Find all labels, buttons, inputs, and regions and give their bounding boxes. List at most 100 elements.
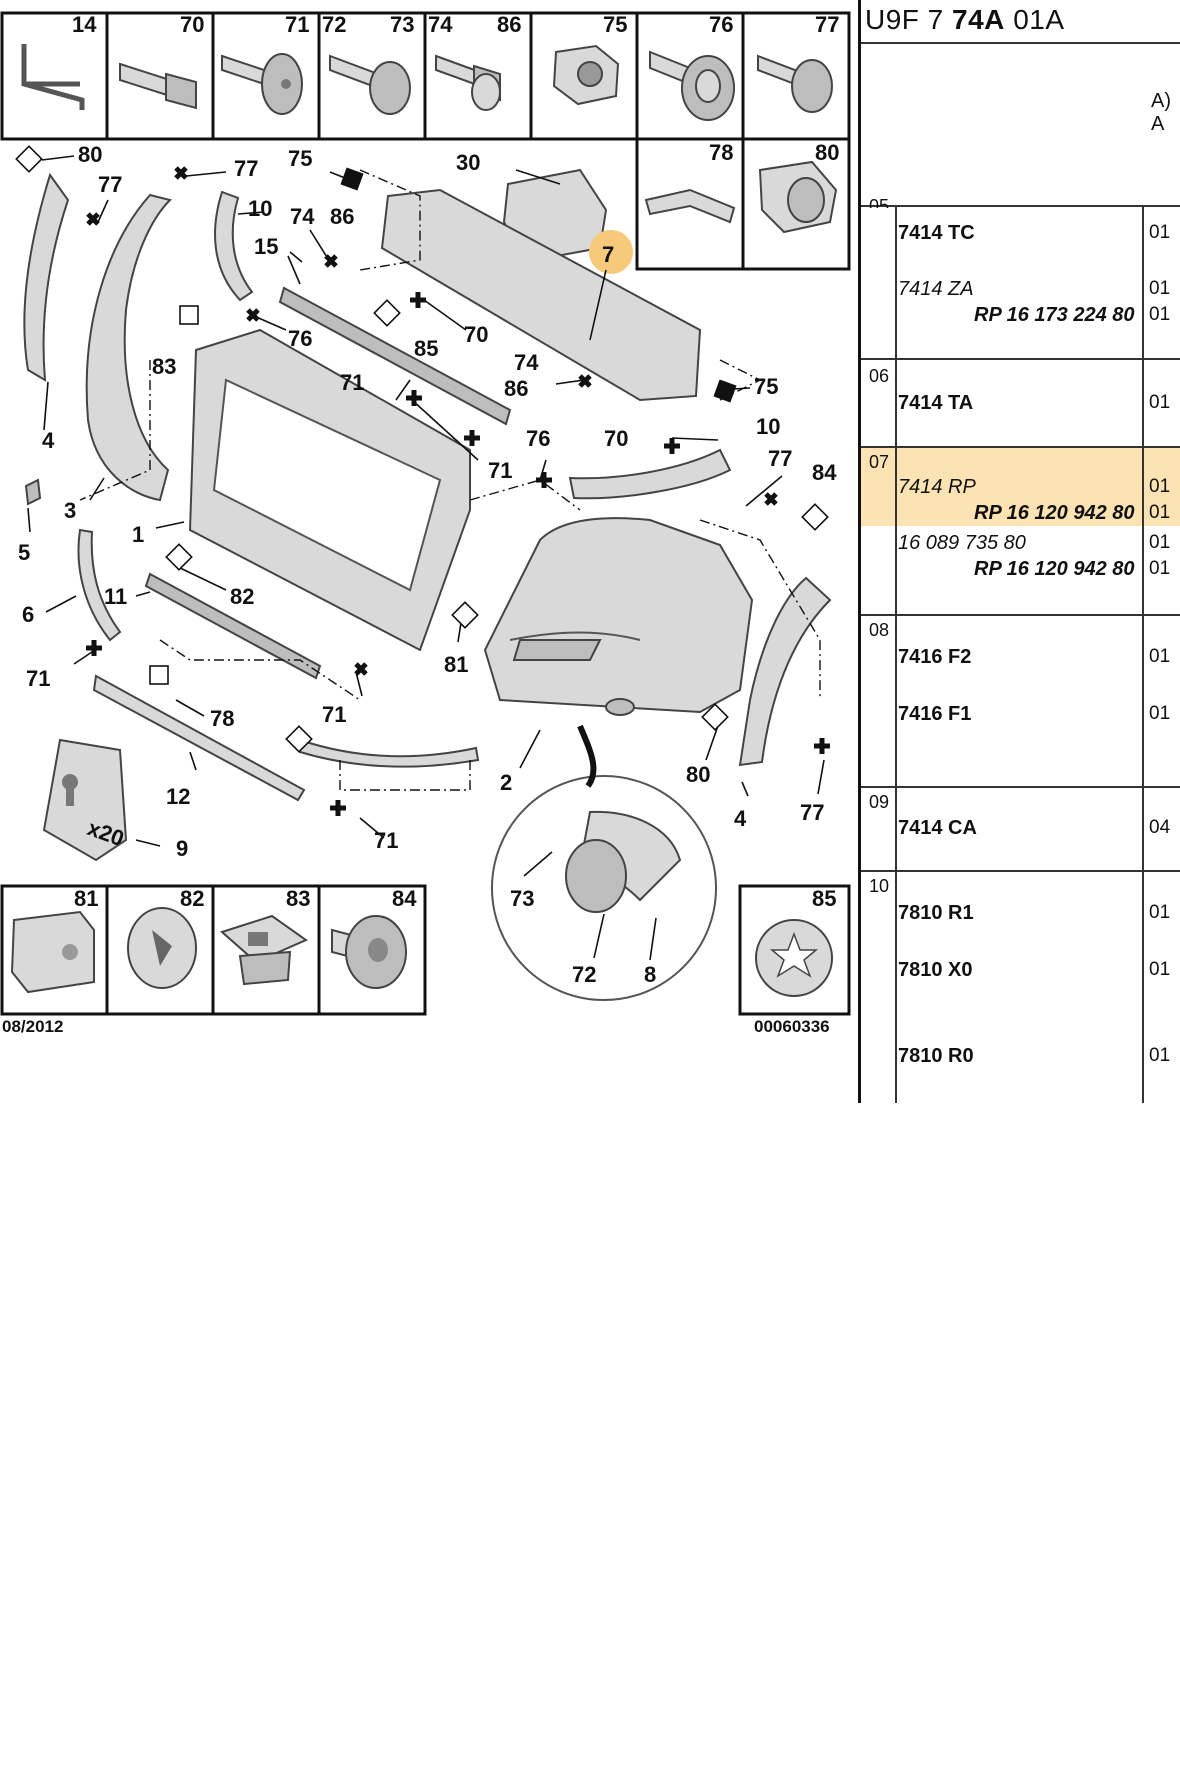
callout-85: 85 bbox=[414, 336, 438, 361]
callout-82: 82 bbox=[230, 584, 254, 609]
lower-strip-6 bbox=[77, 528, 122, 642]
nut-75-icon bbox=[552, 44, 620, 106]
bumper-corner-2 bbox=[483, 517, 754, 714]
diagram-reference: 00060336 bbox=[754, 1017, 830, 1036]
callout-76: 76 bbox=[526, 426, 550, 451]
fastener-label-83: 83 bbox=[286, 886, 310, 911]
callout-5: 5 bbox=[18, 540, 30, 565]
part-qty: 01 bbox=[1149, 502, 1171, 523]
callout-75: 75 bbox=[288, 146, 312, 171]
callout-80: 80 bbox=[78, 142, 102, 167]
wheel-arch-4-right bbox=[738, 576, 832, 767]
row-index: 10 bbox=[869, 876, 890, 896]
callout-71: 71 bbox=[488, 458, 512, 483]
part-qty: 01 bbox=[1149, 476, 1171, 497]
part-ref: 7414 RP bbox=[898, 476, 976, 498]
callout-9: 9 bbox=[176, 836, 188, 861]
row-highlight bbox=[861, 446, 1180, 526]
part-ref: RP 16 120 942 80 bbox=[974, 502, 1135, 524]
callout-8: 8 bbox=[644, 962, 656, 987]
callout-1: 1 bbox=[132, 522, 144, 547]
diagram-date: 08/2012 bbox=[2, 1017, 63, 1036]
strip-12 bbox=[92, 674, 306, 802]
hw-label-86: 86 bbox=[497, 12, 521, 37]
table-note: A) A bbox=[1151, 90, 1171, 135]
exploded-parts-diagram: 14 70 71 72 73 74 86 75 76 77 bbox=[0, 11, 851, 1036]
clip-78-icon bbox=[644, 188, 736, 224]
bottom-trim bbox=[299, 738, 480, 768]
part-qty: 01 bbox=[1149, 392, 1171, 413]
callout-74: 74 bbox=[290, 204, 315, 229]
divider bbox=[861, 42, 1180, 44]
callout-4: 4 bbox=[42, 428, 55, 453]
callout-77: 77 bbox=[234, 156, 258, 181]
callout-labels: 80 77 77 75 30 7 10 74 86 15 70 83 76 85… bbox=[18, 142, 837, 987]
row-index: 07 bbox=[869, 452, 890, 472]
callout-83: 83 bbox=[152, 354, 176, 379]
side-boxes: 78 80 bbox=[635, 137, 851, 271]
part-qty: 01 bbox=[1149, 532, 1171, 553]
screw-71-icon bbox=[221, 53, 303, 115]
beam-7 bbox=[380, 188, 702, 402]
code-bold: 74A bbox=[952, 4, 1005, 35]
hw-label-72: 72 bbox=[322, 12, 346, 37]
callout-2: 2 bbox=[500, 770, 512, 795]
callout-7-highlight bbox=[589, 230, 633, 274]
bolt-70-icon bbox=[119, 62, 197, 110]
part-ref: 7414 TA bbox=[898, 392, 974, 414]
part-ref: 16 089 735 80 bbox=[898, 532, 1026, 554]
hw-label-14: 14 bbox=[72, 12, 97, 37]
part-ref: RP 16 120 942 80 bbox=[974, 558, 1135, 580]
part-qty: 01 bbox=[1149, 902, 1171, 923]
part-qty: 01 bbox=[1149, 959, 1171, 980]
leader-lines bbox=[27, 155, 825, 961]
hw-label-74: 74 bbox=[428, 12, 453, 37]
row-index: 05 bbox=[869, 196, 890, 208]
grille-strip-15 bbox=[278, 286, 512, 426]
part-ref: 7416 F1 bbox=[898, 703, 972, 725]
part-qty: 01 bbox=[1149, 703, 1171, 724]
callout-80: 80 bbox=[686, 762, 710, 787]
part-qty: 01 bbox=[1149, 278, 1171, 299]
trim-10-upper bbox=[214, 190, 254, 302]
side-label-78: 78 bbox=[709, 140, 733, 165]
fastener-row: 81 82 83 84 bbox=[0, 884, 427, 1016]
part-ref: 7810 R0 bbox=[898, 1045, 974, 1067]
hw-label-71: 71 bbox=[285, 12, 309, 37]
carrier-frame-opening bbox=[212, 378, 442, 592]
fastener-label-84: 84 bbox=[392, 886, 417, 911]
part-qty: 04 bbox=[1149, 817, 1171, 838]
hw-label-75: 75 bbox=[603, 12, 627, 37]
bar-11 bbox=[144, 572, 322, 680]
callout-15: 15 bbox=[254, 234, 278, 259]
callout-71: 71 bbox=[322, 702, 346, 727]
code-prefix: U9F 7 bbox=[865, 4, 944, 35]
part-qty: 01 bbox=[1149, 1045, 1171, 1066]
code-suffix: 01A bbox=[1013, 4, 1065, 35]
part-ref: 7416 F2 bbox=[898, 646, 972, 668]
nut-insert-80-icon bbox=[758, 160, 838, 234]
callout-74: 74 bbox=[514, 350, 539, 375]
callout-75: 75 bbox=[754, 374, 778, 399]
hw-label-70: 70 bbox=[180, 12, 204, 37]
callout-76: 76 bbox=[288, 326, 312, 351]
trim-10-lower bbox=[568, 448, 732, 500]
hw-label-76: 76 bbox=[709, 12, 733, 37]
fastener-label-82: 82 bbox=[180, 886, 204, 911]
clip-5 bbox=[24, 478, 42, 506]
callout-71: 71 bbox=[374, 828, 398, 853]
callout-86: 86 bbox=[330, 204, 354, 229]
callout-77: 77 bbox=[768, 446, 792, 471]
part-qty: 01 bbox=[1149, 304, 1171, 325]
row-index: 08 bbox=[869, 620, 890, 640]
callout-73: 73 bbox=[510, 886, 534, 911]
part-ref: 7810 R1 bbox=[898, 902, 974, 924]
callout-81: 81 bbox=[444, 652, 468, 677]
row-index: 06 bbox=[869, 366, 890, 386]
row-index: 09 bbox=[869, 792, 890, 812]
part-qty: 01 bbox=[1149, 646, 1171, 667]
bolt-74-86-icon bbox=[435, 54, 501, 111]
table-title: U9F 7 74A 01A bbox=[865, 4, 1065, 36]
callout-4: 4 bbox=[734, 806, 747, 831]
callout-77: 77 bbox=[98, 172, 122, 197]
